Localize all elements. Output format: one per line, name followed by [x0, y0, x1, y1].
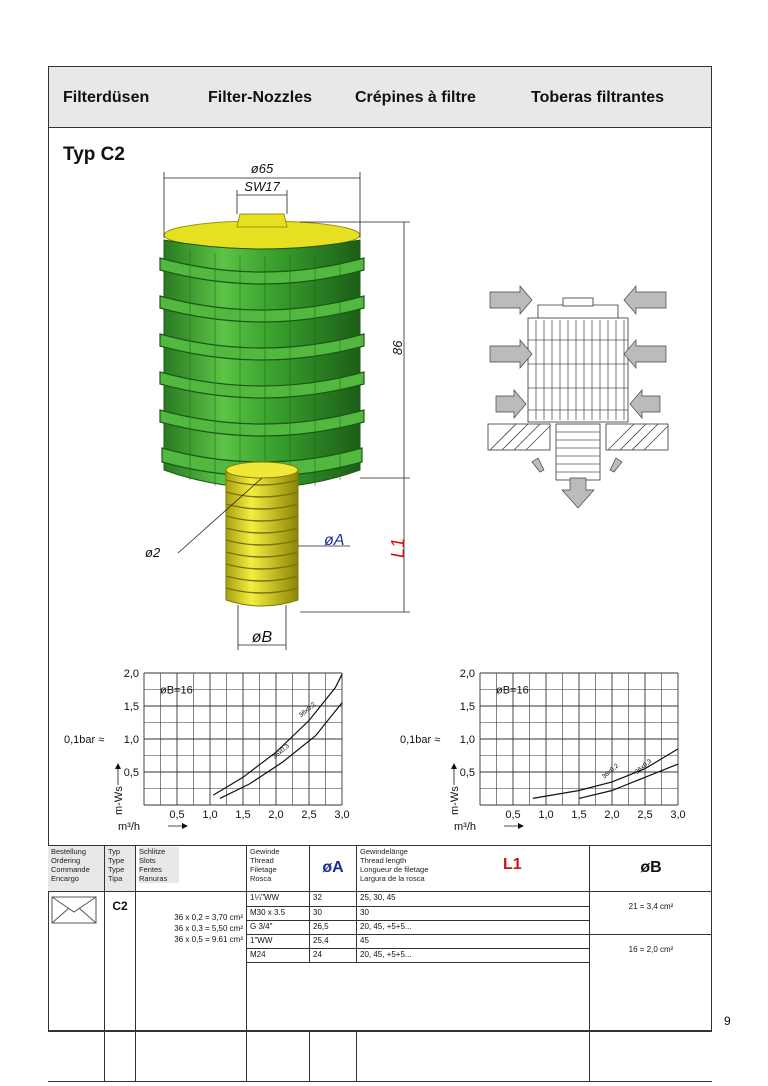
- type-heading: Typ C2: [63, 144, 125, 165]
- dim-dB: øB: [252, 629, 273, 646]
- hdr-dA: øA: [309, 845, 357, 892]
- y-axis-label: m-Ws: [113, 786, 125, 815]
- title-bar: Filterdüsen Filter-Nozzles Crépines à fi…: [49, 67, 711, 128]
- legend-label: øB=16: [160, 685, 193, 697]
- y-tick-label: 1,0: [124, 734, 139, 746]
- x-tick-label: 0,5: [505, 809, 520, 821]
- dim-d2: ø2: [145, 545, 161, 560]
- x-tick-label: 1,0: [202, 809, 217, 821]
- envelope-icon: [51, 896, 97, 924]
- x-tick-label: 0,5: [169, 809, 184, 821]
- thread-value: 1¼"WW: [247, 892, 310, 906]
- x-axis-label: m³/h: [118, 821, 140, 833]
- x-tick-label: 2,0: [268, 809, 283, 821]
- dim-dA: øA: [324, 532, 344, 549]
- x-tick-label: 2,0: [604, 809, 619, 821]
- dim-L1: L1: [388, 538, 408, 558]
- title-fr: Crépines à filtre: [355, 89, 476, 106]
- x-tick-label: 2,5: [301, 809, 316, 821]
- series-line-2: [578, 763, 679, 799]
- datasheet-frame: Filterdüsen Filter-Nozzles Crépines à fi…: [48, 66, 712, 1031]
- y-tick-label: 0,5: [460, 767, 475, 779]
- pressure-loss-chart-right: 0,5 1,0 1,5 2,0 0,5 1,0 1,5 2,0 2,5 3,0 0,1bar ≈ m-…: [400, 668, 686, 833]
- x-tick-label: 3,0: [670, 809, 685, 821]
- x-tick-label: 2,5: [637, 809, 652, 821]
- y-axis-arrowhead: [451, 763, 457, 769]
- series-line-2: [219, 702, 343, 799]
- dim-sw17: SW17: [244, 179, 280, 194]
- series-label: 36x0,3: [634, 758, 654, 776]
- y-tick-label: 2,0: [460, 668, 475, 680]
- threaded-stem: [225, 469, 299, 607]
- length-value: 20, 45, +5+5...: [360, 921, 412, 931]
- x-axis-arrowhead: [182, 823, 188, 829]
- legend-label: øB=16: [496, 685, 529, 697]
- x-tick-label: 1,0: [538, 809, 553, 821]
- y-tick-label: 1,5: [124, 701, 139, 713]
- dA-value: 24: [309, 948, 357, 962]
- page-number: 9: [724, 1014, 731, 1028]
- dB-value-2: 16 = 2,0 cm²: [628, 945, 674, 954]
- flow-schematic: [487, 297, 669, 481]
- y-axis-label: m-Ws: [449, 786, 461, 815]
- dim-d65: ø65: [251, 161, 274, 176]
- hdr-L1: L1: [503, 856, 522, 873]
- dB-value-1: 21 = 3,4 cm²: [590, 892, 712, 935]
- thread-value: 1"WW: [247, 934, 310, 948]
- filter-rings: [159, 257, 365, 477]
- length-value: 25, 30, 45: [360, 893, 396, 902]
- length-value: 30: [360, 907, 369, 917]
- y-tick-label: 2,0: [124, 668, 139, 680]
- length-value: 20, 45, +5+5...: [360, 949, 412, 959]
- thread-value: M30 x 3.5: [247, 906, 310, 920]
- series-line-1: [212, 674, 343, 796]
- length-value: 45: [360, 935, 369, 945]
- dA-value: 32: [309, 892, 357, 906]
- y-extra-label: 0,1bar ≈: [64, 734, 104, 746]
- y-tick-label: 1,5: [460, 701, 475, 713]
- flow-arrows: [489, 285, 667, 509]
- thread-value: G 3/4": [247, 920, 310, 934]
- dA-value: 30: [309, 906, 357, 920]
- x-axis-label: m³/h: [454, 821, 476, 833]
- typ-cell: C2: [104, 891, 136, 1032]
- pressure-loss-chart-left: 0,5 1,0 1,5 2,0 0,5 1,0 1,5 2,0 2,5 3,0 0,1bar ≈ m-…: [64, 668, 350, 833]
- x-tick-label: 1,5: [235, 809, 250, 821]
- y-tick-label: 1,0: [460, 734, 475, 746]
- title-de: Filterdüsen: [63, 89, 150, 106]
- title-es: Toberas filtrantes: [531, 89, 665, 106]
- y-tick-label: 0,5: [124, 767, 139, 779]
- nozzle-drawing: ø65 SW17 86 ø2 øA L1 øB: [145, 161, 669, 650]
- dB-cell: 21 = 3,4 cm² 16 = 2,0 cm²: [590, 892, 712, 1032]
- x-axis-arrowhead: [518, 823, 524, 829]
- x-tick-label: 3,0: [334, 809, 349, 821]
- y-axis-arrowhead: [115, 763, 121, 769]
- series-label: 36x0,2: [298, 701, 318, 719]
- x-tick-label: 1,5: [571, 809, 586, 821]
- title-en: Filter-Nozzles: [208, 89, 313, 106]
- dim-86: 86: [390, 340, 405, 355]
- dA-value: 26,5: [309, 920, 357, 934]
- order-cell: [48, 891, 105, 1032]
- y-extra-label: 0,1bar ≈: [400, 734, 440, 746]
- dA-value: 25,4: [309, 934, 357, 948]
- hdr-dB: øB: [640, 859, 662, 876]
- thread-value: M24: [247, 948, 310, 962]
- series-line-1: [532, 748, 679, 799]
- series-label: 36x0,2: [601, 762, 621, 780]
